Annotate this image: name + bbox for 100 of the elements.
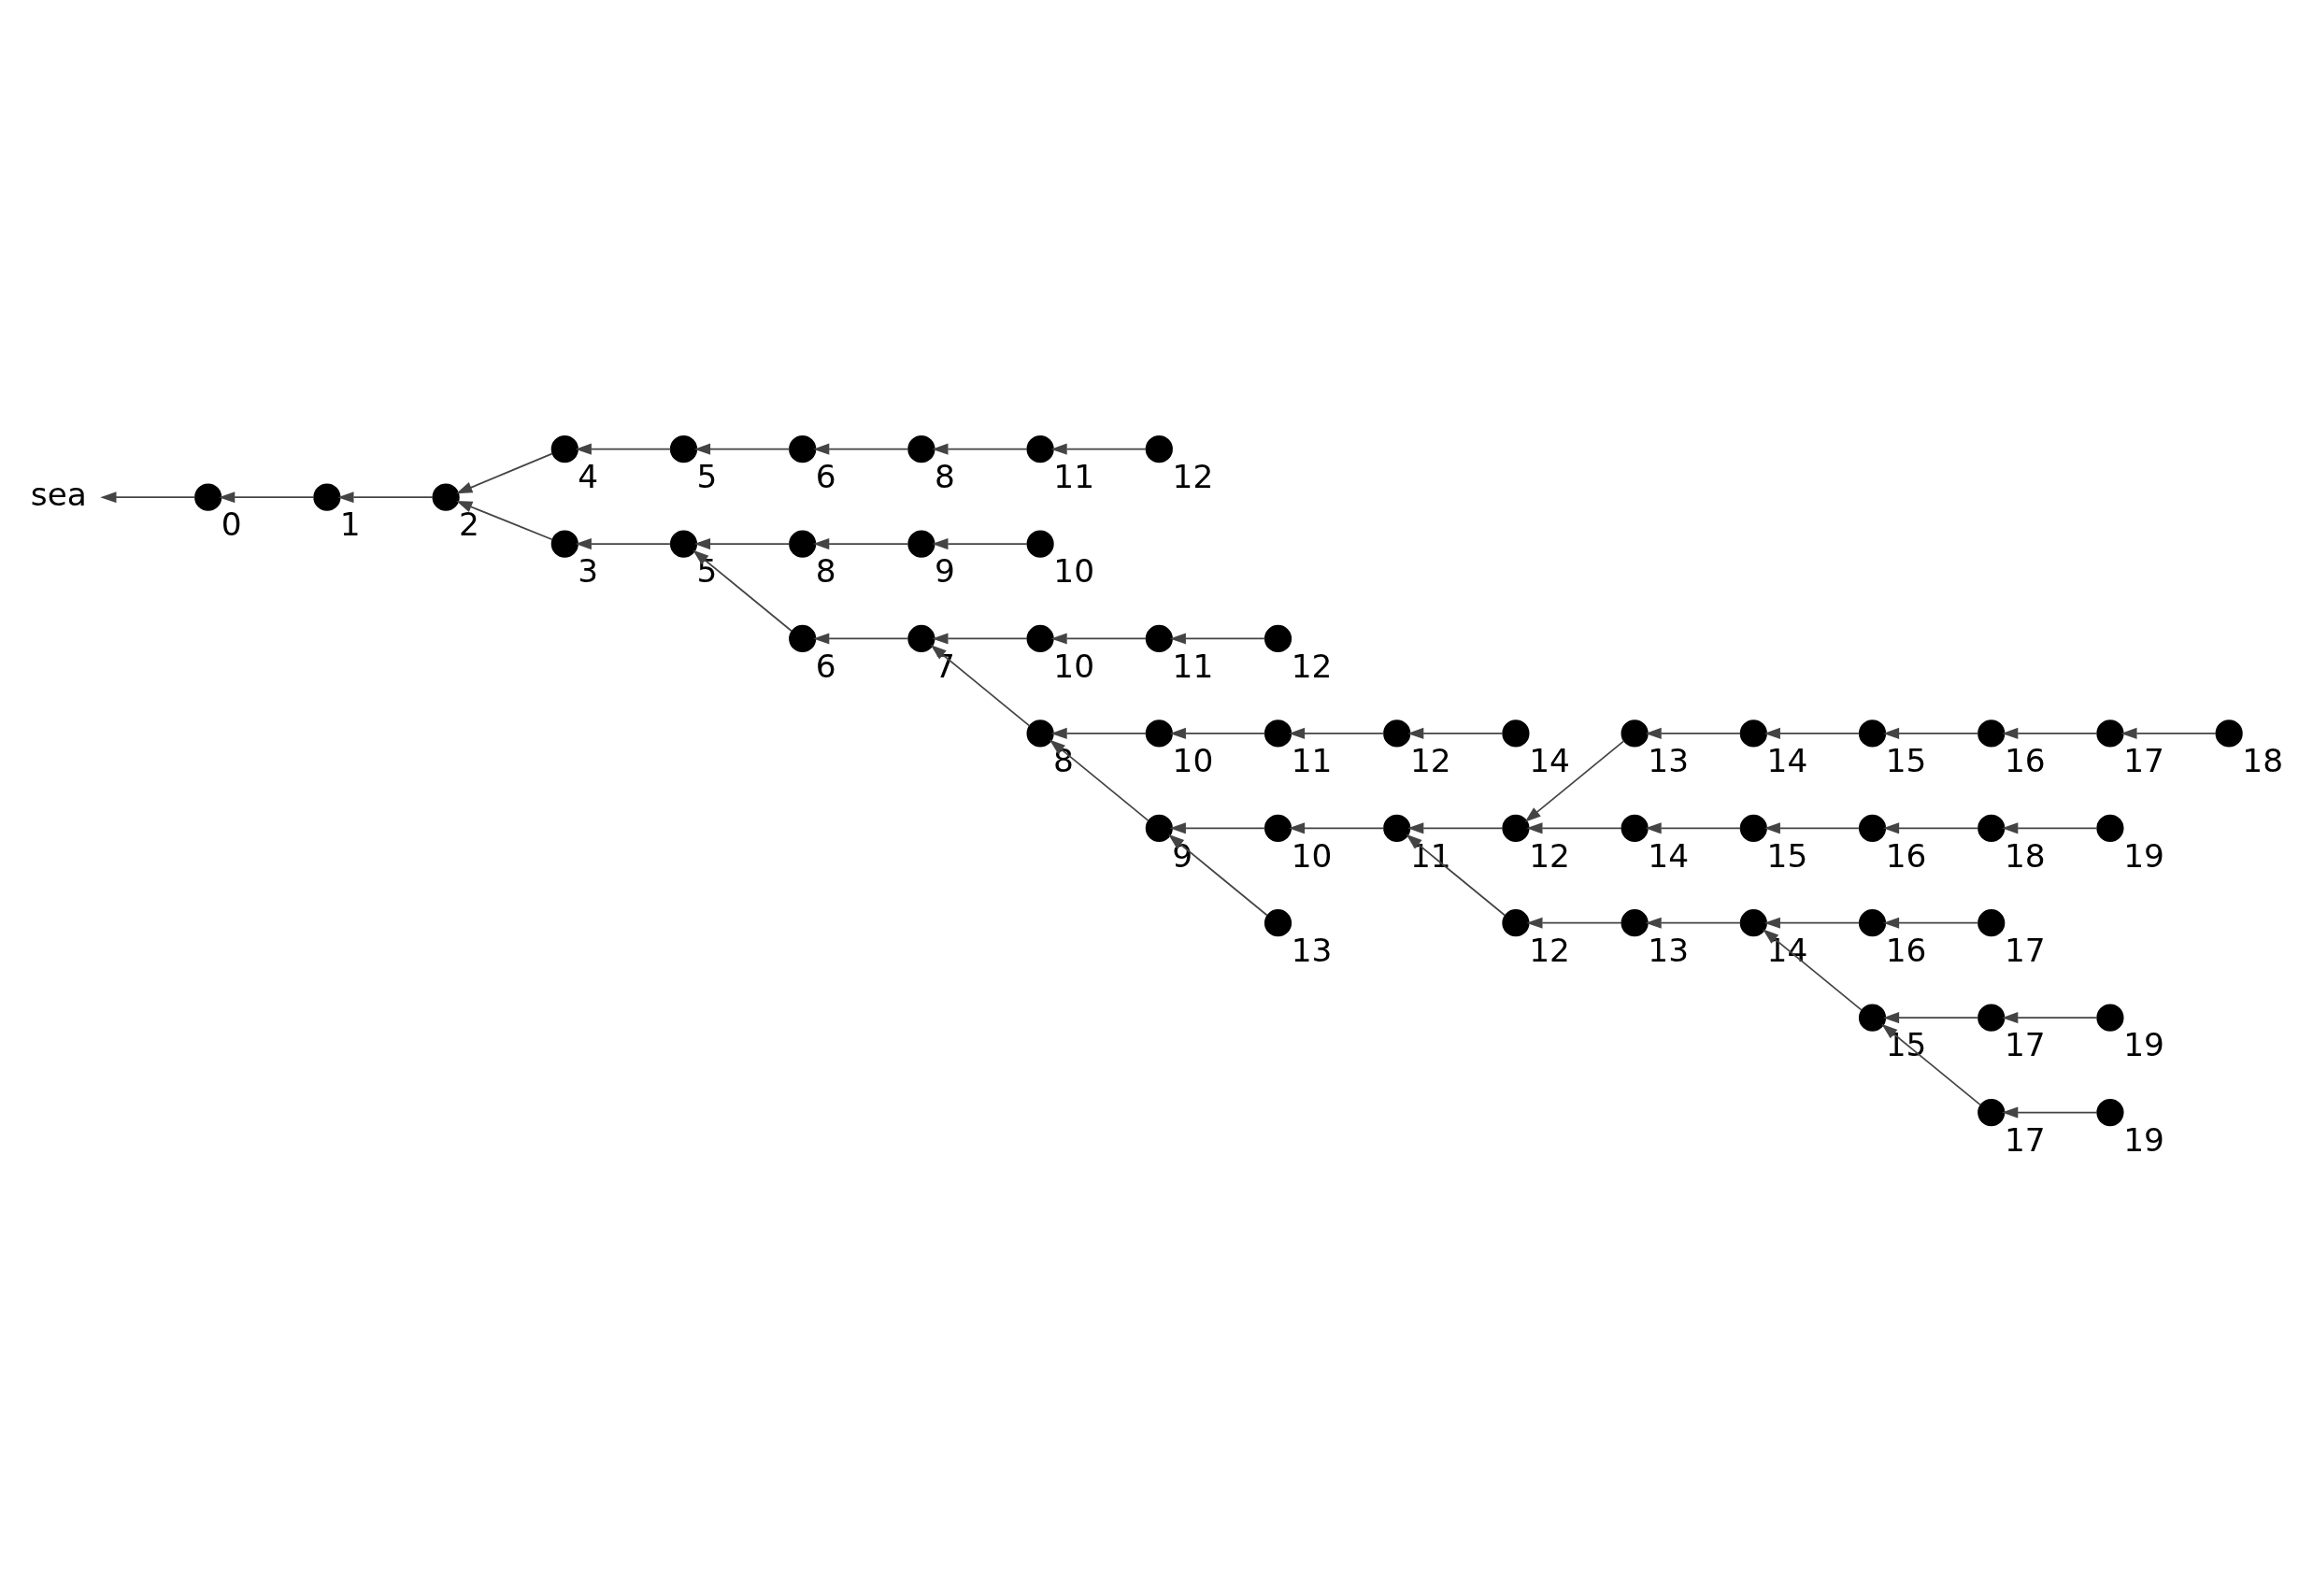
node-label: 17	[2123, 741, 2164, 779]
node-label: 17	[2004, 1025, 2046, 1063]
node-circle	[2096, 814, 2124, 842]
node-label: 3	[578, 551, 599, 590]
node-label: 1	[339, 505, 361, 543]
arrow	[1407, 821, 1504, 834]
arrow	[930, 644, 1031, 727]
node-label: 19	[2123, 836, 2164, 875]
arrow	[2002, 727, 2098, 739]
node-circle	[1858, 1004, 1887, 1032]
node-circle	[907, 435, 935, 463]
arrow	[1169, 632, 1266, 644]
node-label: 12	[1529, 836, 1570, 875]
node-circle	[1739, 719, 1767, 747]
arrow	[1168, 834, 1268, 917]
node-label: 11	[1172, 647, 1214, 685]
node-circle	[1145, 624, 1173, 652]
node-circle	[1026, 624, 1054, 652]
node-circle	[2215, 719, 2243, 747]
node-circle	[1264, 624, 1292, 652]
node-circle	[1739, 908, 1767, 936]
node-label: 8	[934, 457, 955, 495]
node-label: 19	[2123, 1025, 2164, 1063]
node-circle	[1026, 435, 1054, 463]
node-circle	[432, 483, 460, 511]
arrow	[932, 443, 1028, 455]
node-circle	[907, 624, 935, 652]
node-circle	[1145, 435, 1173, 463]
node-circle	[1621, 719, 1649, 747]
node-label: 10	[1172, 741, 1214, 779]
node-circle	[1739, 814, 1767, 842]
node-circle	[1978, 719, 2006, 747]
arrow	[1526, 917, 1622, 929]
node-label: 15	[1766, 836, 1808, 875]
arrow	[219, 491, 315, 503]
node-circle	[1502, 814, 1530, 842]
node-label: 5	[696, 457, 718, 495]
node-circle	[669, 435, 698, 463]
arrow	[693, 537, 791, 549]
node-label: 14	[1766, 741, 1808, 779]
arrow	[337, 491, 434, 503]
node-label: 6	[815, 457, 836, 495]
node-circle	[550, 529, 578, 558]
node-circle	[1264, 719, 1292, 747]
node-circle	[1858, 719, 1887, 747]
node-circle	[1264, 908, 1292, 936]
arrow	[693, 549, 793, 632]
arrow	[1407, 727, 1504, 739]
arrow	[1049, 738, 1150, 821]
node-label: 16	[2004, 741, 2046, 779]
node-circle	[1026, 529, 1054, 558]
node-label: 10	[1053, 551, 1095, 590]
node-circle	[550, 435, 578, 463]
arrow	[932, 537, 1028, 549]
node-label: 13	[1648, 931, 1690, 969]
arrow	[575, 537, 672, 549]
node-circle	[194, 483, 222, 511]
node-circle	[1621, 908, 1649, 936]
node-circle	[907, 529, 935, 558]
arrow	[1645, 917, 1742, 929]
arrow	[2002, 821, 2098, 834]
arrow	[1764, 917, 1861, 929]
node-circle	[789, 435, 817, 463]
arrow	[813, 537, 909, 549]
node-label: 12	[1409, 741, 1451, 779]
arrow	[2002, 1011, 2098, 1023]
arrow	[1645, 821, 1742, 834]
node-label: 11	[1053, 457, 1095, 495]
arrow	[693, 443, 791, 455]
node-circle	[1978, 908, 2006, 936]
node-label: 9	[934, 551, 955, 590]
node-circle	[1383, 719, 1411, 747]
node-circle	[1978, 1098, 2006, 1126]
node-label: 16	[1885, 931, 1927, 969]
node-circle	[1145, 814, 1173, 842]
arrow	[575, 443, 672, 455]
node-label: 2	[459, 505, 479, 543]
node-circle	[1264, 814, 1292, 842]
arrow	[813, 443, 909, 455]
node-label: 17	[2004, 1120, 2046, 1159]
arrow	[1882, 1011, 1979, 1023]
node-label: 6	[815, 647, 836, 685]
arrow	[1882, 821, 1979, 834]
node-circle	[1383, 814, 1411, 842]
node-label: 8	[815, 551, 836, 590]
arrow	[100, 491, 196, 503]
arrow	[1526, 821, 1622, 834]
node-label: 14	[1648, 836, 1690, 875]
node-label: 12	[1529, 931, 1570, 969]
node-circle	[669, 529, 698, 558]
arrow	[1645, 727, 1742, 739]
arrow	[1050, 443, 1148, 455]
arrow	[1524, 739, 1625, 822]
arrow	[1882, 727, 1979, 739]
arrow	[1050, 727, 1148, 739]
node-circle	[1502, 908, 1530, 936]
node-label: 15	[1885, 741, 1927, 779]
arrow	[1882, 917, 1979, 929]
node-label: 10	[1053, 647, 1095, 685]
arrow	[2002, 1106, 2098, 1119]
